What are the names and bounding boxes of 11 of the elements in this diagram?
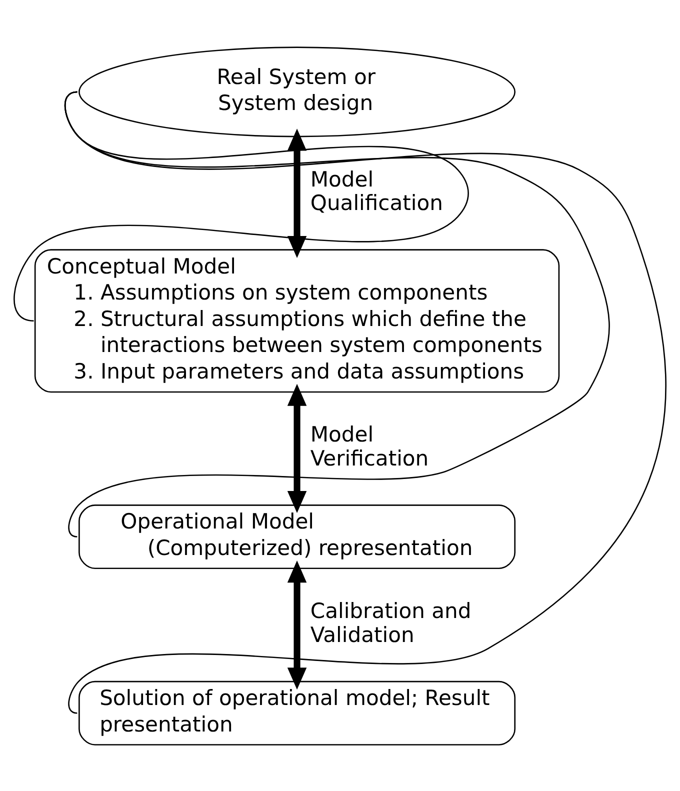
connector: [64, 90, 666, 714]
node-ellipse: Real System or System design: [78, 46, 516, 137]
arrow: [287, 383, 307, 513]
node-box: Operational Model (Computerized) representation: [78, 504, 516, 569]
arrow: [287, 128, 307, 258]
edge-label: Model Qualification: [310, 166, 443, 215]
node-box: Solution of operational model; Result presentation: [78, 680, 516, 745]
arrow: [287, 560, 307, 690]
edge-label: Calibration and Validation: [310, 598, 472, 646]
edge-label: Model Verification: [310, 421, 429, 470]
node-box: Conceptual Model 1. Assumptions on system components 2. Structural assumptions which define the interactions between system components 3. Input parameters and data assumptions: [34, 248, 560, 392]
